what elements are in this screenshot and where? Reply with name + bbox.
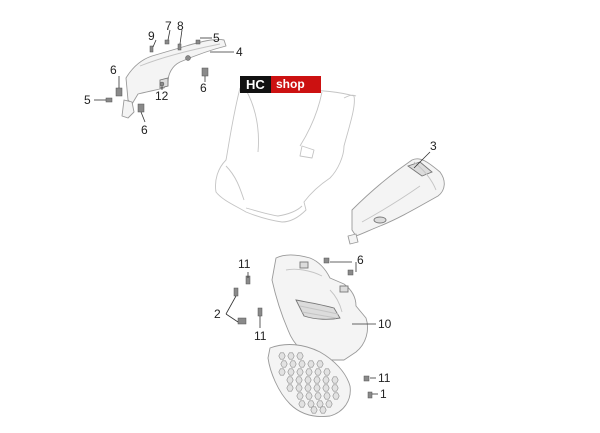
part-radiator-shroud	[271, 254, 368, 361]
nut-6-left	[115, 87, 123, 97]
logo-hc-background	[240, 76, 272, 93]
callout-4: 4	[236, 45, 243, 59]
grille-mesh-cell	[322, 384, 330, 392]
callout-11-mid: 11	[254, 329, 267, 343]
grille-mesh-cell	[287, 352, 295, 360]
grille-mesh-cell	[298, 400, 306, 408]
callout-11-top: 11	[238, 257, 251, 271]
callout-3: 3	[430, 139, 437, 153]
grille-mesh-cell	[295, 384, 303, 392]
part-lower-side-panel	[347, 158, 445, 245]
grille-mesh-cell	[313, 376, 321, 384]
grille-mesh-cell	[286, 384, 294, 392]
callout-6-bottom: 6	[141, 123, 148, 137]
screw-5-left	[105, 97, 113, 103]
front-fairing	[215, 87, 357, 223]
callout-6-left: 6	[110, 63, 117, 77]
callout-1: 1	[380, 387, 387, 401]
nut-6-right	[201, 67, 209, 77]
grille-mesh-cell	[314, 392, 322, 400]
callout-7: 7	[165, 19, 172, 33]
callout-8: 8	[177, 19, 184, 33]
part-mesh-grille	[267, 344, 351, 417]
grille-mesh-cell	[296, 392, 304, 400]
grille-mesh-cell	[323, 368, 331, 376]
callout-10: 10	[378, 317, 392, 331]
callout-6-right: 6	[200, 81, 207, 95]
hardware-screws	[105, 39, 373, 399]
grille-mesh-cell	[331, 384, 339, 392]
callout-6-lower: 6	[357, 253, 364, 267]
screw-11-mid	[257, 307, 263, 317]
grille-mesh-cell	[298, 360, 306, 368]
callout-11-bottom: 11	[378, 371, 391, 385]
grille-mesh-cell	[323, 392, 331, 400]
callout-5-top: 5	[213, 31, 220, 45]
logo-shop-text: shop	[276, 77, 305, 91]
nut-6-bottom	[137, 103, 145, 113]
grille-mesh-cell	[307, 400, 315, 408]
grille-mesh-cell	[331, 376, 339, 384]
grille-mesh-cell	[278, 352, 286, 360]
nut-6-lower-b	[347, 269, 354, 276]
logo-shop-background	[271, 76, 321, 93]
callout-5-left: 5	[84, 93, 91, 107]
leader-lines	[94, 29, 431, 395]
screw-5-top	[195, 39, 201, 45]
grille-mesh-cell	[310, 406, 318, 414]
grille-mesh-cell	[286, 376, 294, 384]
grille-mesh-cell	[287, 368, 295, 376]
grille-mesh-cell	[325, 400, 333, 408]
screw-2-lower	[237, 317, 247, 325]
clip-12	[159, 81, 165, 87]
grille-mesh-cell	[332, 392, 340, 400]
clip-7	[164, 39, 170, 45]
grille-mesh-cell	[322, 376, 330, 384]
callout-12: 12	[155, 89, 169, 103]
grille-mesh-cell	[307, 360, 315, 368]
grille-mesh-cell	[289, 360, 297, 368]
logo-hc-text: HC	[246, 77, 265, 92]
screw-8	[177, 43, 182, 51]
callout-2: 2	[214, 307, 221, 321]
grille-mesh-pattern	[278, 352, 340, 414]
grille-mesh-cell	[305, 392, 313, 400]
screw-9	[149, 45, 154, 53]
grille-mesh-cell	[296, 368, 304, 376]
grille-mesh-cell	[304, 384, 312, 392]
nut-6-lower-a	[323, 257, 330, 264]
grille-mesh-cell	[305, 368, 313, 376]
grille-mesh-cell	[316, 400, 324, 408]
grille-mesh-cell	[319, 406, 327, 414]
screw-2-upper	[233, 287, 239, 297]
part-upper-side-panel	[121, 39, 227, 119]
hc-shop-logo: HC shop	[240, 76, 321, 93]
grille-mesh-cell	[296, 352, 304, 360]
screw-11-bottom	[363, 375, 370, 382]
grille-mesh-cell	[304, 376, 312, 384]
grille-mesh-cell	[313, 384, 321, 392]
grille-mesh-cell	[316, 360, 324, 368]
grille-mesh-cell	[314, 368, 322, 376]
screw-1	[367, 391, 373, 399]
grille-mesh-cell	[295, 376, 303, 384]
grille-mesh-cell	[280, 360, 288, 368]
grille-mesh-cell	[278, 368, 286, 376]
callout-labels: 9 7 8 5 4 6 6 5 12 6 3 6 11 2 11 10 11 1	[84, 19, 437, 401]
callout-9: 9	[148, 29, 155, 43]
